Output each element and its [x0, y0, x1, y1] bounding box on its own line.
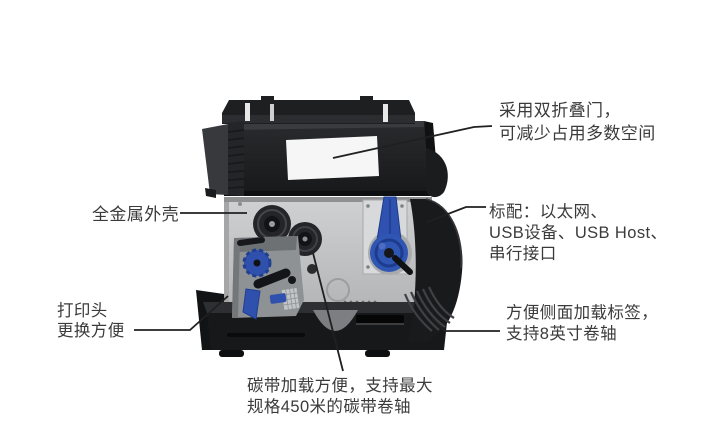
base-slot: [356, 315, 404, 323]
callout-label-folding-door: 采用双折叠门， 可减少占用多数空间: [499, 99, 656, 145]
roll-guide-ridges: [403, 286, 455, 332]
callout-label-side-load: 方便侧面加载标签， 支持8英寸卷轴: [506, 303, 658, 345]
platen-bulge: [313, 310, 358, 331]
foot-left: [219, 350, 244, 357]
label-line: 碳带加载方便，支持最大: [247, 377, 433, 395]
callout-label-printhead: 打印头 更换方便: [57, 301, 125, 341]
printhead-release-lever: [242, 288, 261, 320]
lid-side-fin: [426, 148, 448, 198]
ribbon-spindle-rear: [253, 205, 291, 243]
side-cover: [403, 198, 463, 342]
callout-line-ribbon: [312, 252, 344, 372]
printhead-latch-roller: [253, 268, 291, 289]
callout-line-side-load: [431, 317, 500, 332]
label-line: USB设备、USB Host、: [489, 224, 668, 242]
lid-window: [286, 136, 379, 180]
label-line: 更换方便: [57, 322, 125, 340]
tear-bar-grid: [281, 287, 300, 310]
label-line: 规格450米的碳带卷轴: [247, 397, 411, 416]
callout-line-ports: [426, 206, 486, 223]
callout-lines: [134, 125, 500, 372]
left-door-flap: [202, 121, 245, 198]
label-line: 方便侧面加载标签，: [506, 304, 659, 322]
label-line: 标配：以太网、: [489, 203, 608, 221]
printer-lid: [224, 121, 448, 198]
label-line: 采用双折叠门，: [499, 101, 621, 120]
label-line: 打印头: [57, 302, 108, 320]
foot-right: [365, 350, 390, 357]
callout-label-ports: 标配：以太网、 USB设备、USB Host、 串行接口: [489, 202, 667, 265]
callout-label-ribbon: 碳带加载方便，支持最大 规格450米的碳带卷轴: [247, 376, 433, 417]
label-line: 全金属外壳: [92, 205, 179, 224]
plate-recess-circle: [326, 278, 350, 302]
callout-line-printhead: [134, 295, 229, 331]
folding-door-hinge-bar: [222, 96, 415, 124]
label-line: 串行接口: [489, 245, 557, 263]
printhead-assembly: [232, 236, 304, 320]
callout-label-metal-shell: 全金属外壳: [92, 203, 179, 226]
callout-line-folding-door: [332, 125, 493, 159]
label-line: 可减少占用多数空间: [499, 124, 656, 143]
label-line: 支持8英寸卷轴: [506, 325, 617, 343]
media-roll-holder: [368, 196, 413, 275]
plate-hole: [307, 264, 317, 274]
